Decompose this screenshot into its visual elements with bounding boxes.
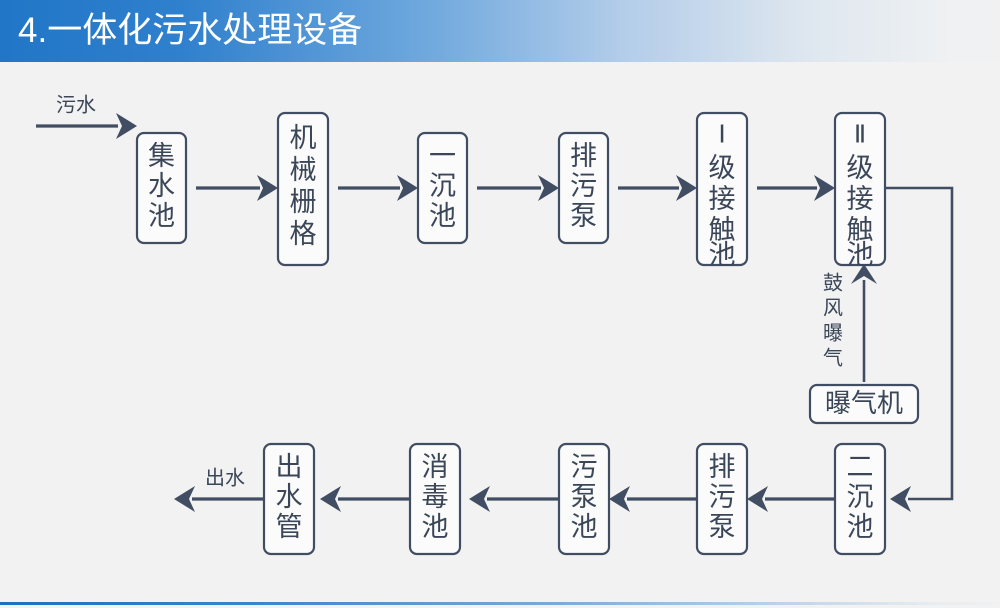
node-yijijiechuchi-roman: Ⅰ xyxy=(718,121,725,149)
node-puqiji[interactable]: 曝气机 xyxy=(808,383,920,425)
node-erjijiechuchi[interactable]: Ⅱ 级 接 触 池 xyxy=(833,111,887,270)
node-jixieshange-char-1: 械 xyxy=(290,155,317,185)
node-jixieshange-box[interactable] xyxy=(276,111,330,267)
node-yichenchi-char-1: 沉 xyxy=(429,171,456,201)
node-xiaoduchi-char-2: 池 xyxy=(422,512,449,542)
edge-yijijiechuchi-to-erjijiechuchi xyxy=(757,175,835,201)
node-puqiji-box[interactable] xyxy=(808,383,920,425)
node-yichenchi-char-0: 一 xyxy=(429,141,456,171)
node-jishuichi-char-2: 池 xyxy=(148,201,175,231)
edge-arrow-head xyxy=(676,175,697,201)
aeration-label-char-2: 曝 xyxy=(823,322,843,344)
edge-yichenchi-to-paiwubeng xyxy=(477,175,559,201)
node-erchenchi-char-0: 二 xyxy=(847,452,874,482)
node-paiwubeng-box[interactable] xyxy=(557,131,610,245)
edge-arrow-head xyxy=(397,175,418,201)
node-erjijiechuchi-char-1: 接 xyxy=(847,184,874,214)
node-yichenchi-box[interactable] xyxy=(416,131,469,245)
aeration-branch: 鼓 风 曝 气 xyxy=(823,264,877,382)
node-jishuichi[interactable]: 集 水 池 xyxy=(135,131,188,245)
edge-erjijiechuchi-to-erchenchi xyxy=(885,186,954,512)
edge-path xyxy=(885,186,954,501)
node-wubengchi-char-1: 泵 xyxy=(571,482,598,512)
footer-rule xyxy=(0,602,1000,605)
node-paiwubeng2[interactable]: 排 污 泵 xyxy=(695,442,749,556)
node-yijijiechuchi-char-0: 级 xyxy=(709,153,736,183)
edge-paiwubeng-to-yijijiechuchi xyxy=(618,175,697,201)
inlet-edge: 污水 xyxy=(36,93,137,139)
edge-wubengchi-to-xiaoduchi xyxy=(469,486,559,512)
edge-xiaoduchi-to-chushuiguan xyxy=(320,486,410,512)
node-chushuiguan-char-0: 出 xyxy=(276,452,303,482)
node-erjijiechuchi-char-2: 触 xyxy=(847,215,874,245)
node-chushuiguan[interactable]: 出 水 管 xyxy=(262,442,316,556)
inlet-arrow-head xyxy=(116,113,137,139)
node-erchenchi-char-1: 沉 xyxy=(847,482,874,512)
node-yijijiechuchi[interactable]: Ⅰ 级 接 触 池 xyxy=(695,111,749,270)
node-chushuiguan-char-2: 管 xyxy=(276,512,303,542)
edge-arrow-head xyxy=(890,486,911,512)
edge-jishuichi-to-jixieshange xyxy=(196,175,278,201)
node-yijijiechuchi-box[interactable] xyxy=(695,111,749,267)
node-yijijiechuchi-char-3: 池 xyxy=(709,240,736,270)
aeration-label-char-1: 风 xyxy=(823,297,843,319)
node-jishuichi-box[interactable] xyxy=(135,131,188,245)
edge-erchenchi-to-paiwubeng2 xyxy=(747,486,835,512)
edge-arrow-head xyxy=(538,175,559,201)
node-jishuichi-char-0: 集 xyxy=(148,141,175,171)
node-xiaoduchi-char-1: 毒 xyxy=(422,482,449,512)
header-bar: 4.一体化污水处理设备 xyxy=(0,0,1000,62)
edge-arrow-head xyxy=(320,486,341,512)
outlet-edge: 出水 xyxy=(174,466,264,512)
node-paiwubeng2-char-0: 排 xyxy=(709,452,736,482)
node-yijijiechuchi-char-2: 触 xyxy=(709,215,736,245)
node-jixieshange-char-2: 栅 xyxy=(290,187,317,217)
node-paiwubeng-char-2: 泵 xyxy=(570,201,597,231)
edge-arrow-head xyxy=(814,175,835,201)
node-chushuiguan-char-1: 水 xyxy=(276,482,303,512)
node-wubengchi[interactable]: 污 泵 池 xyxy=(557,442,611,556)
node-erjijiechuchi-roman: Ⅱ xyxy=(854,121,866,149)
node-wubengchi-char-0: 污 xyxy=(571,452,598,482)
node-paiwubeng[interactable]: 排 污 泵 xyxy=(557,131,610,245)
node-yijijiechuchi-char-1: 接 xyxy=(709,184,736,214)
node-xiaoduchi[interactable]: 消 毒 池 xyxy=(408,442,462,556)
edge-arrow-head xyxy=(469,486,490,512)
node-yichenchi[interactable]: 一 沉 池 xyxy=(416,131,469,245)
page-title: 4.一体化污水处理设备 xyxy=(18,11,363,50)
node-jixieshange[interactable]: 机 械 栅 格 xyxy=(276,111,330,267)
node-paiwubeng2-char-1: 污 xyxy=(709,482,736,512)
aeration-label-char-0: 鼓 xyxy=(823,271,843,294)
node-wubengchi-char-2: 池 xyxy=(571,512,598,542)
node-puqiji-label: 曝气机 xyxy=(825,388,903,418)
node-yichenchi-char-2: 池 xyxy=(429,201,456,231)
inlet-label: 污水 xyxy=(56,93,96,116)
node-paiwubeng-char-1: 污 xyxy=(570,171,597,201)
node-xiaoduchi-char-0: 消 xyxy=(422,452,449,482)
node-jixieshange-char-3: 格 xyxy=(290,219,317,249)
node-paiwubeng2-char-2: 泵 xyxy=(709,512,736,542)
edge-arrow-head xyxy=(747,486,768,512)
node-jixieshange-char-0: 机 xyxy=(290,123,317,153)
node-erchenchi[interactable]: 二 沉 池 xyxy=(833,442,887,556)
edge-arrow-head xyxy=(609,486,630,512)
edge-jixieshange-to-yichenchi xyxy=(338,175,418,201)
node-paiwubeng-char-0: 排 xyxy=(570,141,597,171)
process-flow-diagram: 污水 集 水 池 机 械 栅 格 xyxy=(0,62,1000,602)
edge-paiwubeng2-to-wubengchi xyxy=(609,486,697,512)
outlet-arrow-head xyxy=(174,486,195,512)
edge-arrow-head xyxy=(257,175,278,201)
aeration-arrow-head xyxy=(851,264,877,284)
node-erchenchi-char-2: 池 xyxy=(847,512,874,542)
node-jishuichi-char-1: 水 xyxy=(148,171,175,201)
aeration-label-char-3: 气 xyxy=(823,346,843,369)
node-erjijiechuchi-char-3: 池 xyxy=(847,240,874,270)
outlet-label: 出水 xyxy=(205,466,245,489)
node-erjijiechuchi-char-0: 级 xyxy=(847,153,874,183)
